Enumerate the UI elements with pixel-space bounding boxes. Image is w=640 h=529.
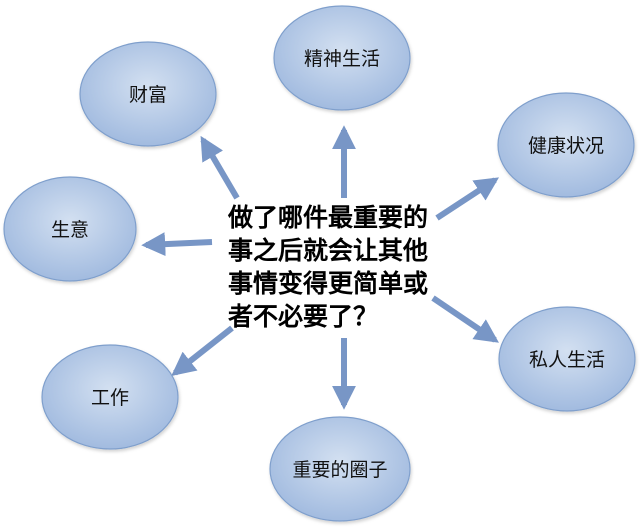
node-ellipse bbox=[498, 306, 636, 412]
node-label: 财富 bbox=[129, 84, 167, 106]
center-question-line-3: 事情变得更简单或 bbox=[228, 269, 428, 298]
node-wealth: 财富 bbox=[79, 41, 217, 147]
arrow-to-wealth bbox=[200, 135, 240, 200]
center-question: 做了哪件最重要的 事之后就会让其他 事情变得更简单或 者不必要了？ bbox=[227, 203, 428, 331]
node-health: 健康状况 bbox=[497, 92, 635, 198]
node-business: 生意 bbox=[3, 176, 137, 282]
node-ellipse bbox=[3, 176, 137, 282]
node-label: 工作 bbox=[91, 387, 129, 409]
node-label: 精神生活 bbox=[304, 48, 380, 70]
node-ellipse bbox=[273, 5, 411, 111]
node-ellipse bbox=[269, 416, 411, 522]
center-question-line-2: 事之后就会让其他 bbox=[228, 236, 428, 265]
node-ellipse bbox=[497, 92, 635, 198]
arrow-to-business bbox=[141, 232, 213, 257]
node-label: 重要的圈子 bbox=[292, 459, 387, 481]
connector-arrows bbox=[141, 125, 500, 410]
node-label: 健康状况 bbox=[528, 135, 604, 157]
center-question-line-1: 做了哪件最重要的 bbox=[227, 203, 428, 232]
center-question-line-4: 者不必要了？ bbox=[228, 302, 378, 331]
node-label: 私人生活 bbox=[529, 349, 605, 371]
node-important-circle: 重要的圈子 bbox=[269, 416, 411, 522]
arrow-to-work bbox=[171, 325, 234, 376]
node-ellipse bbox=[79, 41, 217, 147]
arrow-to-health bbox=[435, 177, 500, 221]
node-label: 生意 bbox=[51, 219, 89, 241]
node-spiritual-life: 精神生活 bbox=[273, 5, 411, 111]
arrow-to-personal-life bbox=[431, 295, 499, 343]
node-ellipse bbox=[41, 344, 179, 450]
node-personal-life: 私人生活 bbox=[498, 306, 636, 412]
node-work: 工作 bbox=[41, 344, 179, 450]
